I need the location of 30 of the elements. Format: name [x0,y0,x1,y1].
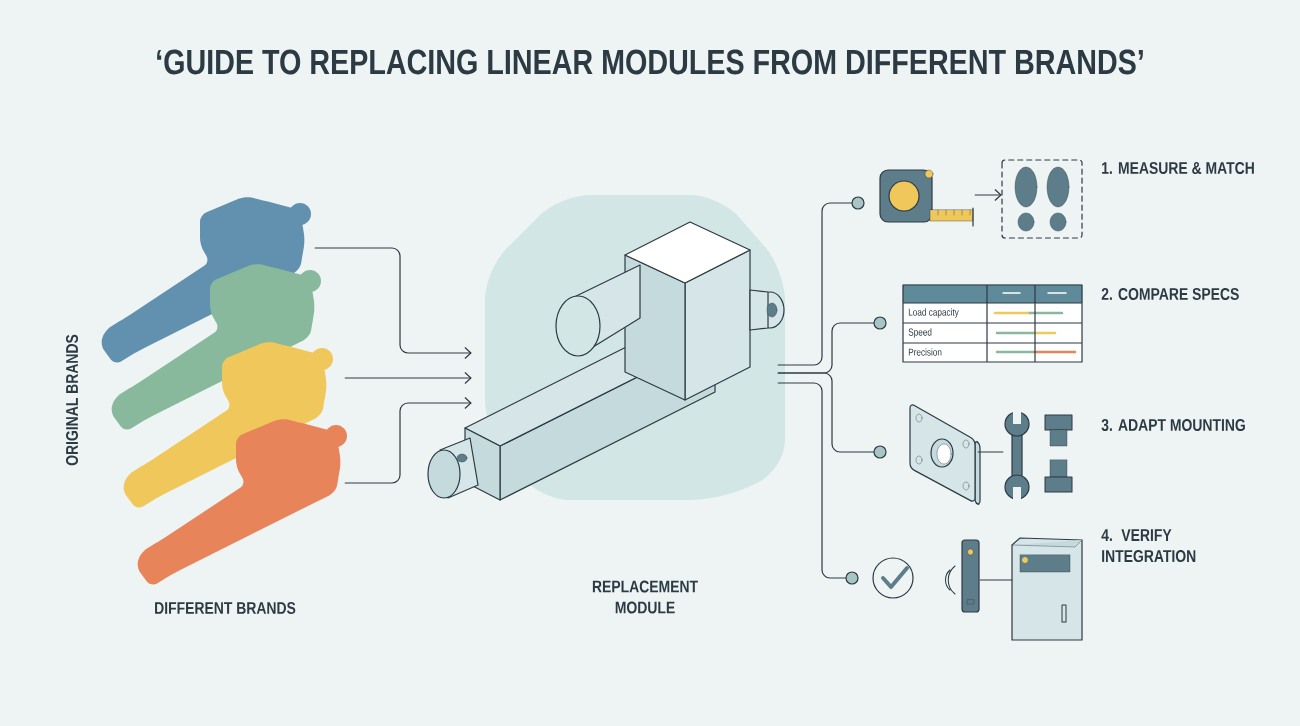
control-cabinet-icon [1011,537,1083,641]
actuator-drawing [123,342,333,508]
step-label: 2. COMPARE SPECS [1101,288,1239,301]
replacement-module-drawing [427,195,785,501]
step-label: 3. ADAPT MOUNTING [1101,418,1245,432]
tape-measure-icon [879,169,974,227]
footprint-icon [1001,159,1083,239]
group-caption: DIFFERENT BRANDS [155,602,296,615]
connector-line [977,451,1004,453]
connector-line [777,202,853,366]
connector-line [777,382,847,579]
connector-line [777,372,875,453]
connector-line [974,188,1002,202]
wrench-icon [1004,410,1030,501]
actuator-drawing [137,419,347,585]
module-caption: REPLACEMENT MODULE [592,580,698,614]
spec-label: Speed [908,328,932,338]
title: ‘GUIDE TO REPLACING LINEAR MODULES FROM DIFFERENT BRANDS’ [157,49,1143,75]
connector-line [344,396,472,484]
connector-line [314,247,472,360]
step-label: 1. MEASURE & MATCH [1102,162,1254,175]
spec-label: Load capacity [908,308,959,318]
connector-line [344,371,472,385]
mounting-plate-icon [909,404,981,506]
step-label: 4. VERIFY INTEGRATION [1101,529,1196,563]
sensor-icon [961,539,980,613]
side-label: ORIGINAL BRANDS [66,334,79,466]
spec-label: Precision [908,348,942,356]
connector-line [979,579,1013,581]
actuator-drawing [111,264,321,430]
